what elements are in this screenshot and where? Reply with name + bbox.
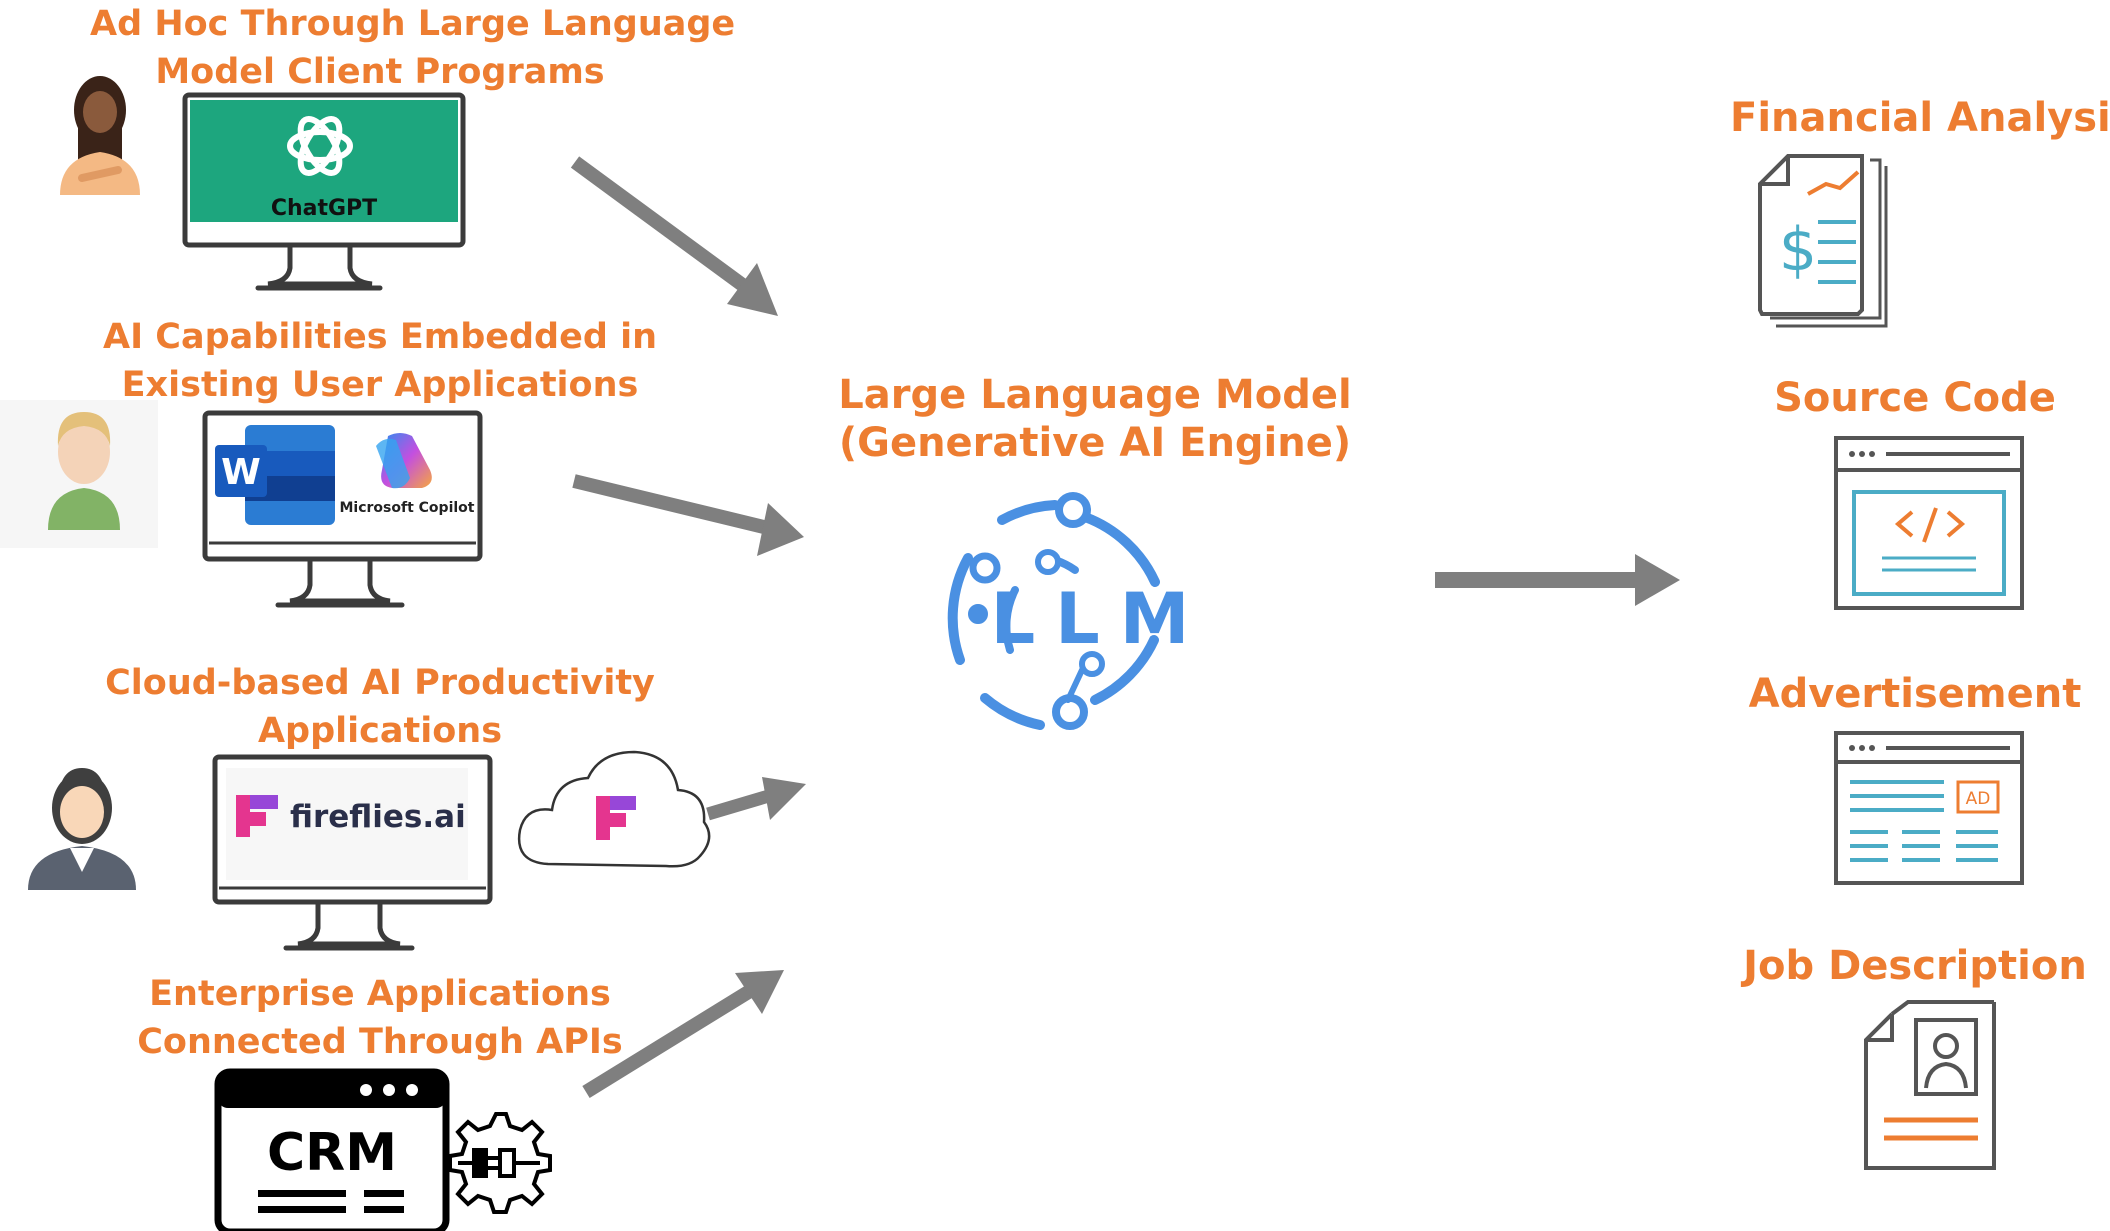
financial-document-icon: $: [1758, 154, 1888, 328]
arrow-to-outputs: [1435, 554, 1680, 606]
output-label-advertisement: Advertisement: [1748, 671, 2082, 717]
output-label-financial-analysis: Financial Analysis: [1730, 95, 2110, 141]
source-label-line2: Connected Through APIs: [137, 1022, 623, 1062]
svg-text:$: $: [1779, 215, 1817, 285]
arrow-from-office-apps: [572, 474, 804, 556]
source-label-line1: AI Capabilities Embedded in: [103, 317, 657, 357]
chatgpt-label: ChatGPT: [271, 196, 377, 221]
source-label-line1: Enterprise Applications: [149, 974, 611, 1014]
copilot-label: Microsoft Copilot: [340, 500, 475, 516]
crm-label: CRM: [267, 1123, 397, 1183]
source-label-chatgpt: Ad Hoc Through Large Language Model Clie…: [90, 0, 736, 96]
arrow-from-chatgpt: [570, 156, 778, 316]
code-window-icon: [1834, 436, 2024, 610]
source-label-line1: Ad Hoc Through Large Language: [90, 4, 736, 44]
source-label-embedded-ai: AI Capabilities Embedded in Existing Use…: [90, 313, 670, 409]
engine-title: Large Language Model (Generative AI Engi…: [820, 371, 1370, 467]
user-avatar-businesswoman-icon: [28, 768, 136, 890]
source-label-line1: Cloud-based AI Productivity: [105, 663, 655, 703]
output-label-source-code: Source Code: [1774, 375, 2056, 421]
source-label-line2: Existing User Applications: [121, 365, 639, 405]
source-label-line2: Model Client Programs: [155, 52, 605, 92]
crm-window-icon: CRM: [214, 1068, 450, 1231]
source-label-cloud-productivity: Cloud-based AI Productivity Applications: [90, 659, 670, 755]
ad-page-icon: AD: [1834, 731, 2024, 885]
fireflies-monitor: fireflies.ai: [212, 754, 493, 951]
llm-logo-icon: [947, 492, 1160, 730]
user-avatar-man-icon: [0, 400, 158, 548]
llm-logo-text: LLM: [991, 578, 1210, 660]
job-description-icon: [1864, 1000, 1996, 1170]
api-gear-plug-icon: [448, 1112, 552, 1214]
output-label-job-description: Job Description: [1743, 943, 2087, 989]
microsoft-word-icon: W: [215, 425, 335, 525]
arrow-from-fireflies: [706, 777, 806, 821]
engine-title-line2: (Generative AI Engine): [838, 420, 1352, 466]
office-apps-monitor: W Microsoft Copilot: [202, 410, 483, 608]
source-label-enterprise-apis: Enterprise Applications Connected Throug…: [90, 970, 670, 1066]
arrow-from-crm: [582, 970, 784, 1098]
engine-title-line1: Large Language Model: [838, 372, 1352, 418]
user-avatar-woman-icon: [60, 76, 140, 195]
microsoft-copilot-icon: [376, 433, 432, 489]
source-label-line2: Applications: [257, 711, 503, 751]
openai-logo-icon: [287, 116, 353, 176]
fireflies-cloud-logo-icon: [596, 796, 636, 840]
fireflies-label: fireflies.ai: [290, 799, 466, 835]
svg-text:AD: AD: [1966, 789, 1991, 809]
cloud-icon: [517, 750, 711, 868]
chatgpt-monitor: ChatGPT: [182, 92, 466, 291]
word-letter: W: [221, 452, 261, 493]
fireflies-logo-icon: [236, 795, 278, 837]
